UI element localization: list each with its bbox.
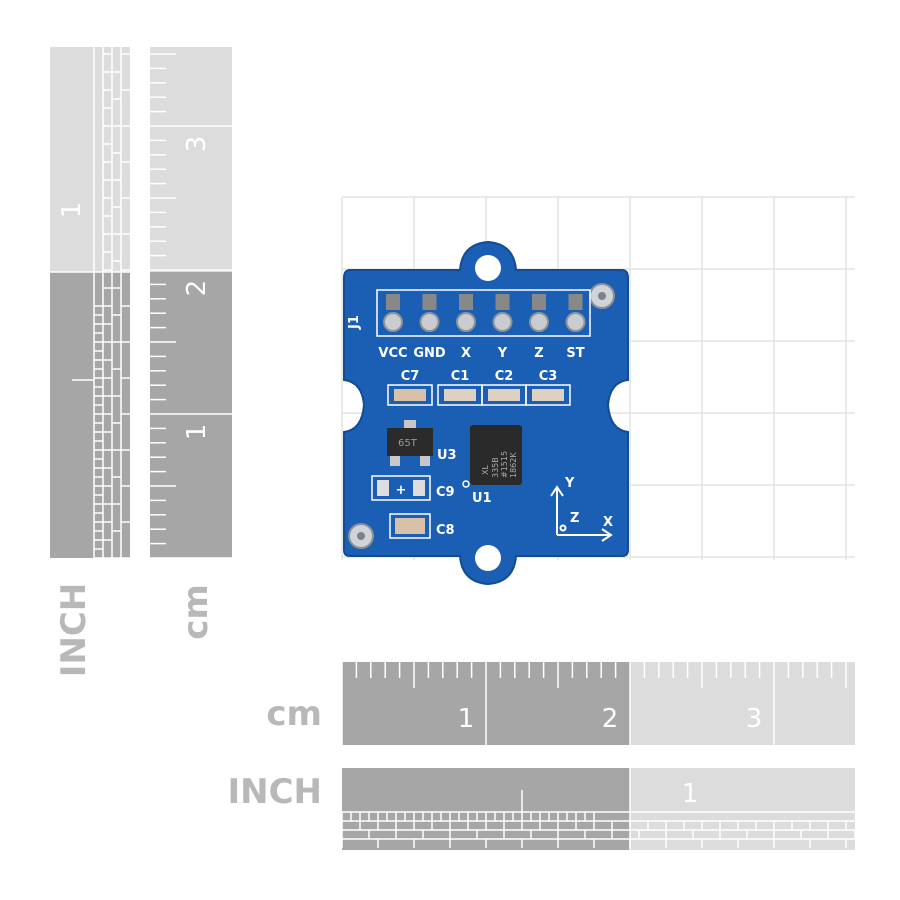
capacitor — [532, 389, 564, 401]
pin-label: ST — [566, 346, 584, 361]
cap-label: C1 — [451, 369, 470, 384]
axis-diagram — [550, 485, 613, 542]
cap-label: C8 — [436, 523, 455, 538]
ruler-number: 1 — [682, 779, 699, 809]
axis-x-label: X — [603, 515, 613, 530]
u3-marking: 65T — [398, 438, 418, 449]
vertical-inch-ruler: 1 INCH — [50, 47, 130, 677]
ruler-number: 2 — [182, 280, 212, 297]
unit-label-cm: cm — [176, 584, 216, 640]
pin-pad — [459, 294, 473, 310]
pin-label: Y — [497, 346, 508, 361]
pin-pad — [386, 294, 400, 310]
chip-marking: #1515 — [500, 451, 509, 478]
ruler-number: 1 — [57, 202, 87, 219]
accelerometer-board: J1 VCC GND X Y Z ST C7 C1 C2 C3 65T U3 + C9 C8 X… — [343, 240, 629, 586]
ruler-number: 2 — [602, 704, 619, 734]
pin-pad — [532, 294, 546, 310]
ruler-number: 3 — [746, 704, 763, 734]
pin-label: Z — [534, 346, 543, 361]
cap-label: C7 — [401, 369, 420, 384]
ruler-number: 1 — [182, 424, 212, 441]
pin-pad — [422, 294, 437, 310]
chip-marking: 1862K — [509, 452, 518, 478]
polarity-plus: + — [396, 483, 407, 498]
chip-marking: XL — [481, 465, 490, 475]
pin-hole — [492, 312, 513, 332]
cap-label: C3 — [539, 369, 558, 384]
capacitor — [444, 389, 476, 401]
pin-hole — [419, 312, 440, 332]
cap-label: C2 — [495, 369, 514, 384]
cap-label: C9 — [436, 485, 455, 500]
pin-label: GND — [413, 346, 446, 361]
vertical-cm-ruler: 1 2 3 cm — [150, 47, 232, 640]
capacitor — [394, 389, 426, 401]
u3-label: U3 — [437, 448, 457, 463]
pin-pad — [568, 294, 583, 310]
pin-label: X — [461, 346, 471, 361]
pin-hole — [383, 312, 403, 332]
ruler-number: 3 — [182, 136, 212, 153]
mounting-hole — [475, 545, 501, 571]
accelerometer-chip — [470, 425, 522, 485]
pin-hole — [565, 312, 586, 332]
chip-marking: 335B — [491, 457, 500, 478]
u3-regulator — [387, 428, 433, 456]
connector-label: J1 — [347, 315, 362, 330]
unit-label-inch: INCH — [54, 583, 94, 678]
horizontal-cm-ruler: 1 2 3 cm — [266, 662, 855, 745]
pin-pad — [495, 294, 510, 310]
horizontal-inch-ruler: 1 INCH — [227, 768, 856, 850]
axis-y-label: Y — [564, 476, 575, 491]
pin-label: VCC — [378, 346, 407, 361]
u1-label: U1 — [472, 491, 492, 506]
capacitor — [488, 389, 520, 401]
pin-hole — [529, 312, 549, 332]
mounting-hole — [475, 255, 501, 281]
axis-z-label: Z — [570, 511, 579, 526]
unit-label-cm: cm — [266, 694, 322, 734]
unit-label-inch: INCH — [227, 772, 322, 812]
pin-hole — [456, 312, 476, 332]
ruler-number: 1 — [458, 704, 475, 734]
